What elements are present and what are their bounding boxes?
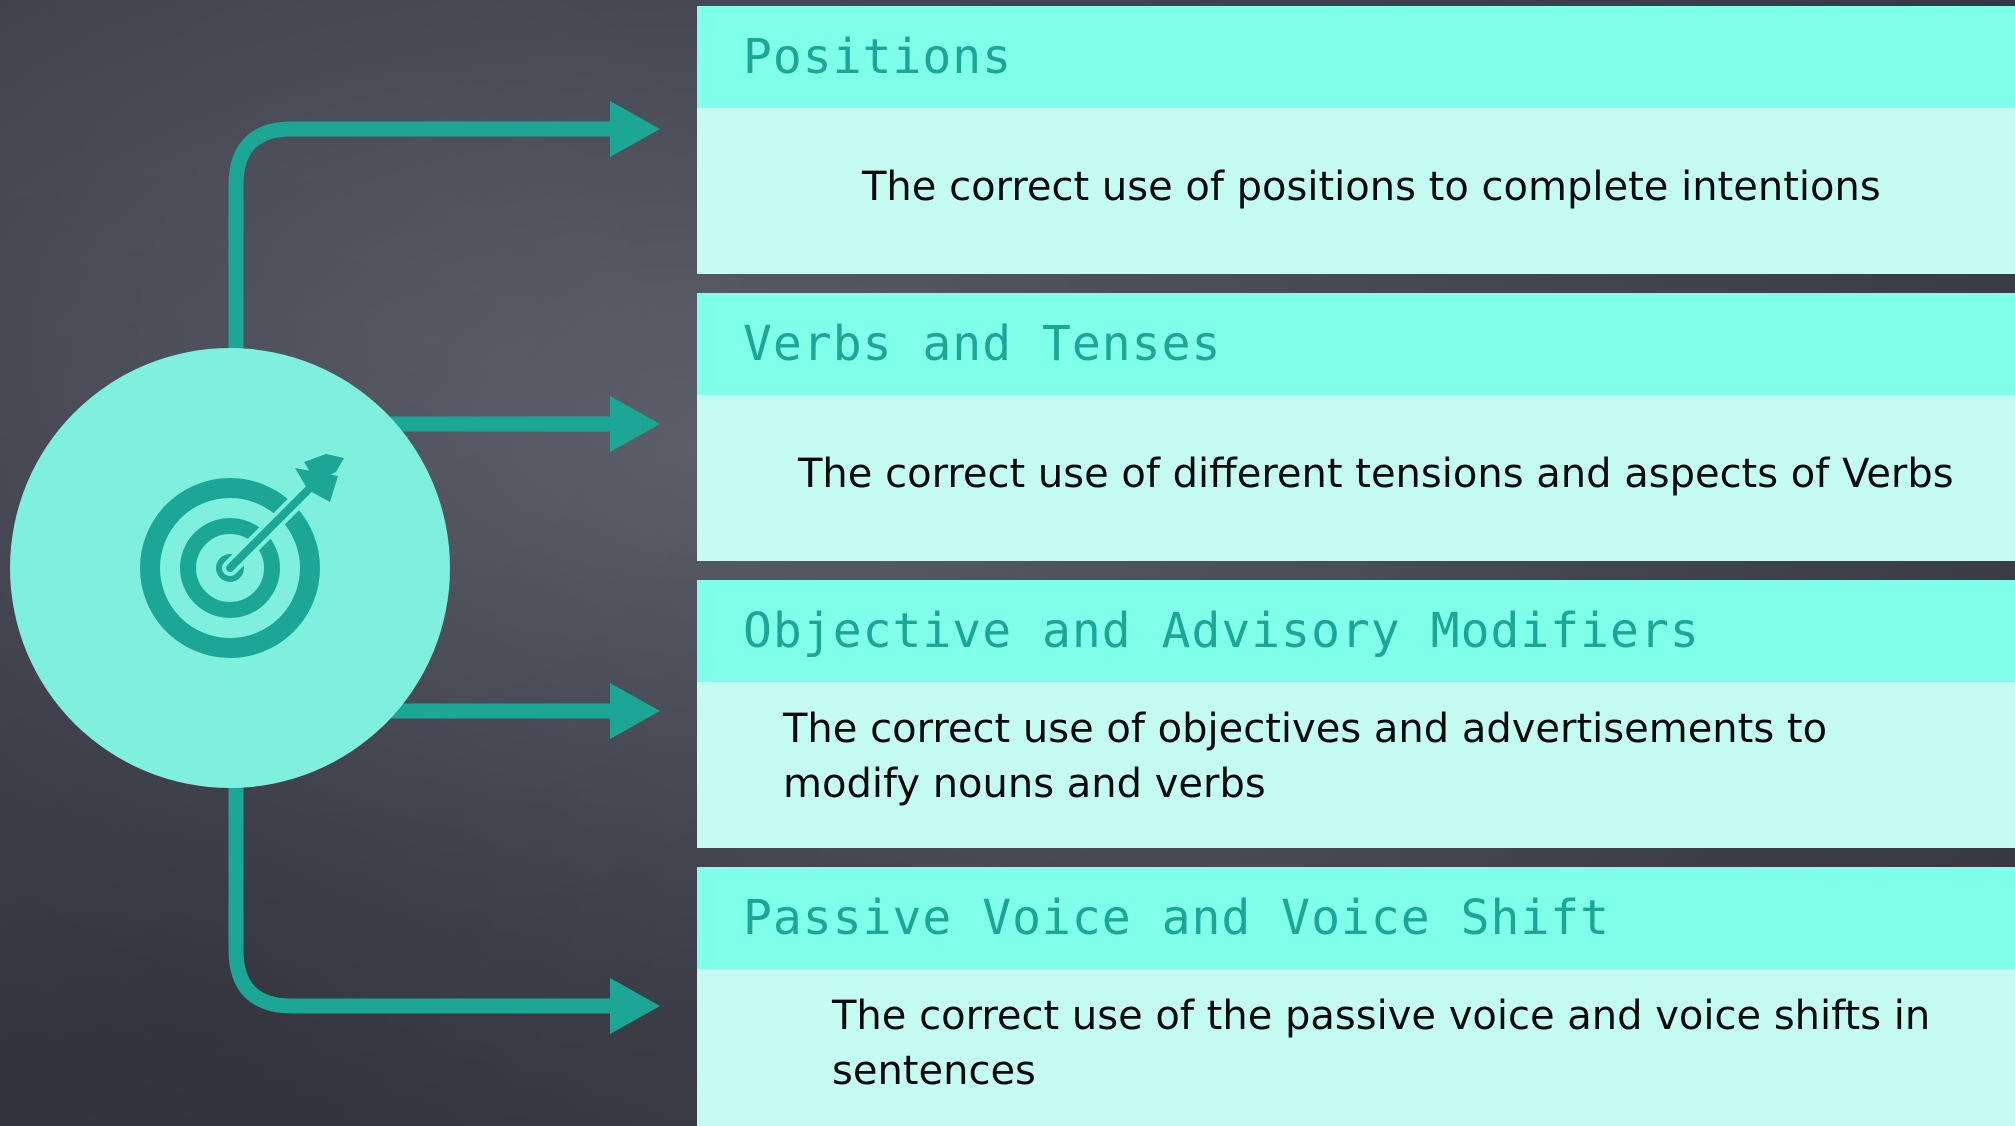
card-body: The correct use of objectives and advert…	[697, 682, 2015, 848]
card-description: The correct use of the passive voice and…	[832, 993, 1931, 1094]
arrowhead-2	[610, 396, 660, 452]
card-title: Positions	[743, 29, 1013, 85]
card-description: The correct use of different tensions an…	[798, 451, 1954, 497]
card-body: The correct use of the passive voice and…	[697, 969, 2015, 1126]
card-title: Objective and Advisory Modifiers	[743, 603, 1700, 659]
card-title: Verbs and Tenses	[743, 316, 1222, 372]
arrow-line-1	[228, 121, 628, 363]
card-header: Passive Voice and Voice Shift	[697, 867, 2015, 969]
arrowhead-1	[610, 101, 660, 157]
topic-card-positions: Positions The correct use of positions t…	[697, 6, 2015, 274]
arrow-line-4	[228, 772, 628, 1014]
arrowhead-3	[610, 683, 660, 739]
card-title: Passive Voice and Voice Shift	[743, 890, 1611, 946]
card-header: Objective and Advisory Modifiers	[697, 580, 2015, 682]
target-icon	[140, 454, 344, 658]
card-body: The correct use of positions to complete…	[697, 108, 2015, 274]
topic-card-passive-voice: Passive Voice and Voice Shift The correc…	[697, 867, 2015, 1126]
topic-card-verbs-and-tenses: Verbs and Tenses The correct use of diff…	[697, 293, 2015, 561]
topic-card-modifiers: Objective and Advisory Modifiers The cor…	[697, 580, 2015, 848]
card-body: The correct use of different tensions an…	[697, 395, 2015, 561]
card-header: Verbs and Tenses	[697, 293, 2015, 395]
card-description: The correct use of positions to complete…	[862, 164, 1881, 210]
card-description: The correct use of objectives and advert…	[783, 706, 1828, 807]
card-header: Positions	[697, 6, 2015, 108]
connector-arrows	[228, 101, 660, 1034]
arrowhead-4	[610, 978, 660, 1034]
